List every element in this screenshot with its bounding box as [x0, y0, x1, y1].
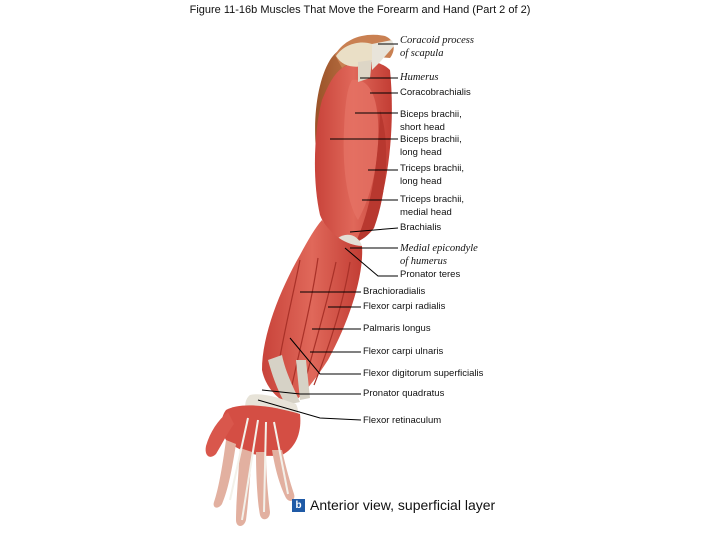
flexor-stripe-4	[313, 261, 351, 386]
triceps-region	[356, 110, 387, 242]
finger-1	[213, 440, 236, 508]
caption: b Anterior view, superficial layer	[292, 497, 495, 513]
label-flexor-carpi-ulnaris: Flexor carpi ulnaris	[363, 346, 443, 359]
biceps-belly	[343, 79, 379, 221]
label-line: Flexor digitorum superficialis	[363, 368, 484, 379]
leader-line-flexor-digitorum	[289, 337, 361, 375]
figure-title: Figure 11-16b Muscles That Move the Fore…	[189, 4, 531, 16]
label-line: of scapula	[400, 47, 444, 59]
label-line: medial head	[400, 206, 452, 218]
label-flexor-carpi-radialis: Flexor carpi radialis	[363, 301, 445, 314]
label-humerus: Humerus	[400, 72, 439, 85]
humerus-head	[336, 42, 375, 67]
thumb	[205, 412, 234, 457]
label-line: Medial epicondyle	[400, 243, 478, 254]
label-line: Biceps brachii,	[400, 134, 462, 145]
label-line: Flexor carpi radialis	[363, 301, 446, 312]
palm	[221, 405, 301, 456]
label-triceps-long: Triceps brachii,long head	[400, 163, 464, 188]
label-line: Brachioradialis	[363, 286, 426, 297]
label-line: Pronator teres	[400, 269, 461, 280]
label-biceps-short: Biceps brachii,short head	[400, 109, 462, 134]
label-line: Brachialis	[400, 222, 442, 233]
label-flexor-digitorum: Flexor digitorum superficialis	[363, 368, 483, 381]
forearm-muscles	[262, 220, 363, 405]
label-pronator-quadratus: Pronator quadratus	[363, 388, 444, 401]
label-line: Triceps brachii,	[400, 194, 465, 205]
label-coracobrachialis: Coracobrachialis	[400, 87, 471, 100]
label-line: Pronator quadratus	[363, 388, 445, 399]
shoulder-skin	[315, 43, 372, 165]
flexor-stripe-3	[303, 261, 337, 386]
label-line: short head	[400, 121, 445, 133]
leader-line-pronator-teres	[344, 247, 398, 277]
finger-2	[236, 448, 252, 526]
forearm-tendons-2	[296, 360, 310, 400]
label-line: Coracobrachialis	[400, 87, 471, 98]
label-line: Coracoid process	[400, 35, 474, 46]
finger-4	[272, 450, 295, 501]
humerus-shaft-tendon	[358, 60, 372, 82]
label-line: of humerus	[400, 255, 447, 267]
label-brachioradialis: Brachioradialis	[363, 286, 425, 299]
caption-text: Anterior view, superficial layer	[310, 497, 496, 513]
flexor-stripe-2	[291, 257, 319, 386]
label-biceps-long: Biceps brachii,long head	[400, 134, 462, 159]
label-pronator-teres: Pronator teres	[400, 269, 460, 282]
label-line: Palmaris longus	[363, 323, 431, 334]
label-brachialis: Brachialis	[400, 222, 441, 235]
finger-tendons	[229, 417, 289, 521]
label-line: Flexor carpi ulnaris	[363, 346, 444, 357]
label-line: Triceps brachii,	[400, 163, 465, 174]
label-line: long head	[400, 175, 442, 187]
label-triceps-medial: Triceps brachii,medial head	[400, 194, 464, 219]
label-line: Biceps brachii,	[400, 109, 462, 120]
leader-line-flexor-retinaculum	[257, 399, 362, 421]
forearm-tendons	[268, 355, 300, 405]
label-palmaris-longus: Palmaris longus	[363, 323, 431, 336]
caption-badge: b	[292, 498, 305, 512]
finger-3	[256, 452, 270, 520]
label-line: Flexor retinaculum	[363, 415, 442, 426]
label-line: Humerus	[400, 72, 439, 83]
coracoid-tendon	[372, 40, 394, 70]
label-flexor-retinaculum: Flexor retinaculum	[363, 415, 441, 428]
label-line: long head	[400, 146, 442, 158]
leader-line-pronator-quadratus	[261, 389, 361, 395]
leader-line-brachialis	[349, 227, 399, 233]
